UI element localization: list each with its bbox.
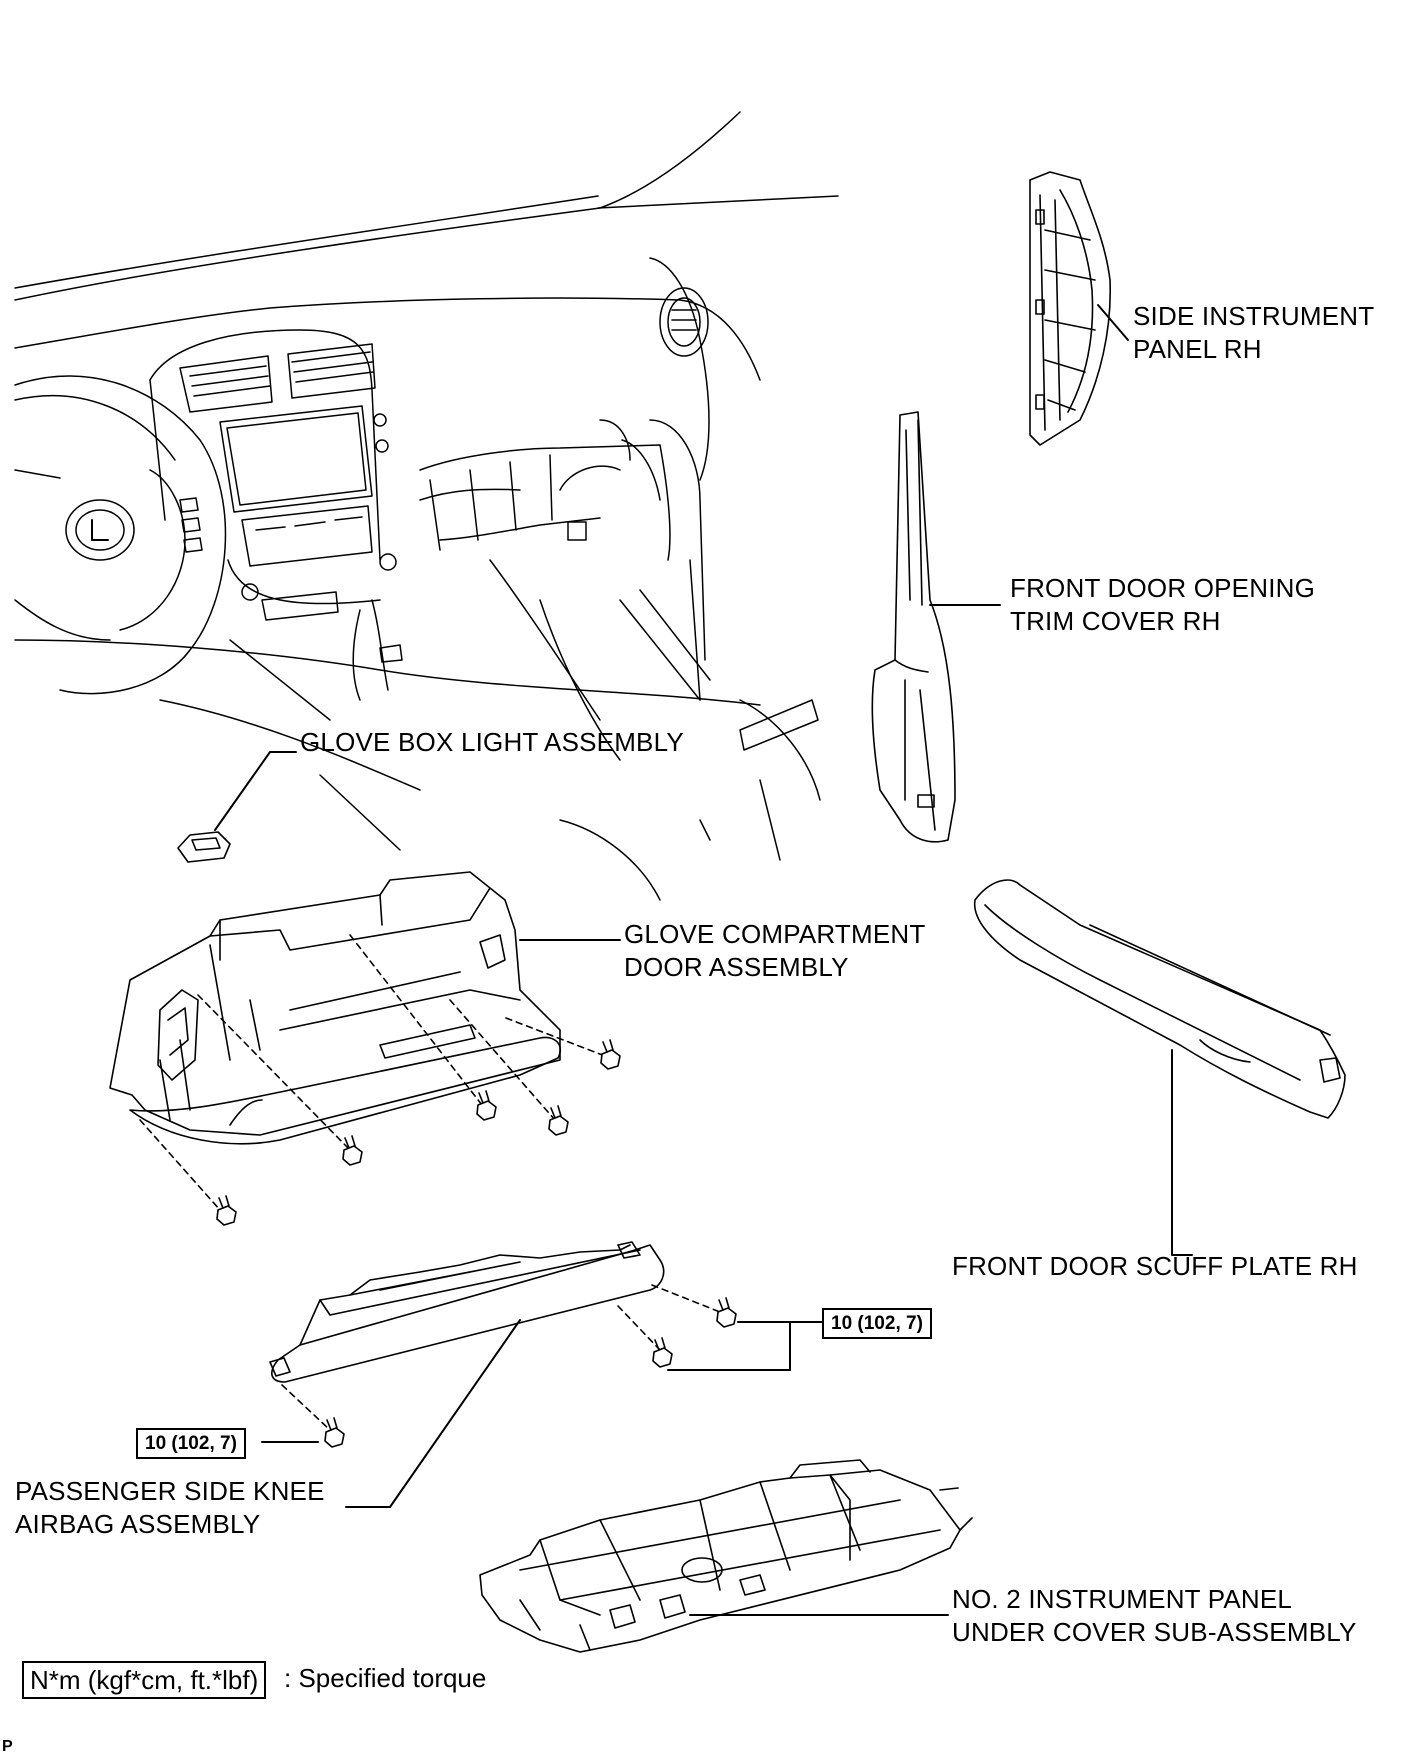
torque-spec-lower: 10 (102, 7) (136, 1428, 246, 1459)
glove-box-light-part (177, 751, 297, 863)
label-line: NO. 2 INSTRUMENT PANEL (952, 1584, 1293, 1614)
label-line: TRIM COVER RH (1010, 606, 1221, 636)
label-glove-box-light: GLOVE BOX LIGHT ASSEMBLY (300, 727, 684, 757)
instrument-under-cover-part (479, 1459, 973, 1653)
label-glove-compartment-door: GLOVE COMPARTMENT DOOR ASSEMBLY (624, 918, 925, 984)
label-line: GLOVE COMPARTMENT (624, 919, 926, 949)
label-line: SIDE INSTRUMENT (1133, 301, 1375, 331)
label-line: DOOR ASSEMBLY (624, 952, 849, 982)
legend-torque-box: N*m (kgf*cm, ft.*lbf) (22, 1661, 267, 1699)
label-line: UNDER COVER SUB-ASSEMBLY (952, 1617, 1357, 1647)
passenger-knee-airbag-part (261, 1241, 827, 1508)
label-line: PASSENGER SIDE KNEE (15, 1476, 325, 1506)
dashboard-illustration (14, 111, 839, 901)
label-line: AIRBAG ASSEMBLY (15, 1509, 261, 1539)
label-line: PANEL RH (1133, 334, 1262, 364)
front-door-opening-trim-part (871, 411, 1001, 843)
label-line: FRONT DOOR OPENING (1010, 573, 1316, 603)
glove-compartment-door-part (109, 871, 621, 1226)
torque-spec-upper: 10 (102, 7) (822, 1308, 932, 1339)
label-instrument-under-cover: NO. 2 INSTRUMENT PANEL UNDER COVER SUB-A… (952, 1583, 1357, 1649)
side-instrument-panel-part (1029, 171, 1129, 446)
label-front-door-opening-trim: FRONT DOOR OPENING TRIM COVER RH (1010, 572, 1315, 638)
label-front-door-scuff-plate: FRONT DOOR SCUFF PLATE RH (952, 1251, 1358, 1281)
corner-code: P (2, 1738, 13, 1755)
legend-torque-text: : Specified torque (284, 1663, 487, 1693)
front-door-scuff-plate-part (973, 879, 1346, 1256)
label-side-instrument-panel: SIDE INSTRUMENT PANEL RH (1133, 300, 1374, 366)
label-passenger-knee-airbag: PASSENGER SIDE KNEE AIRBAG ASSEMBLY (15, 1475, 325, 1541)
